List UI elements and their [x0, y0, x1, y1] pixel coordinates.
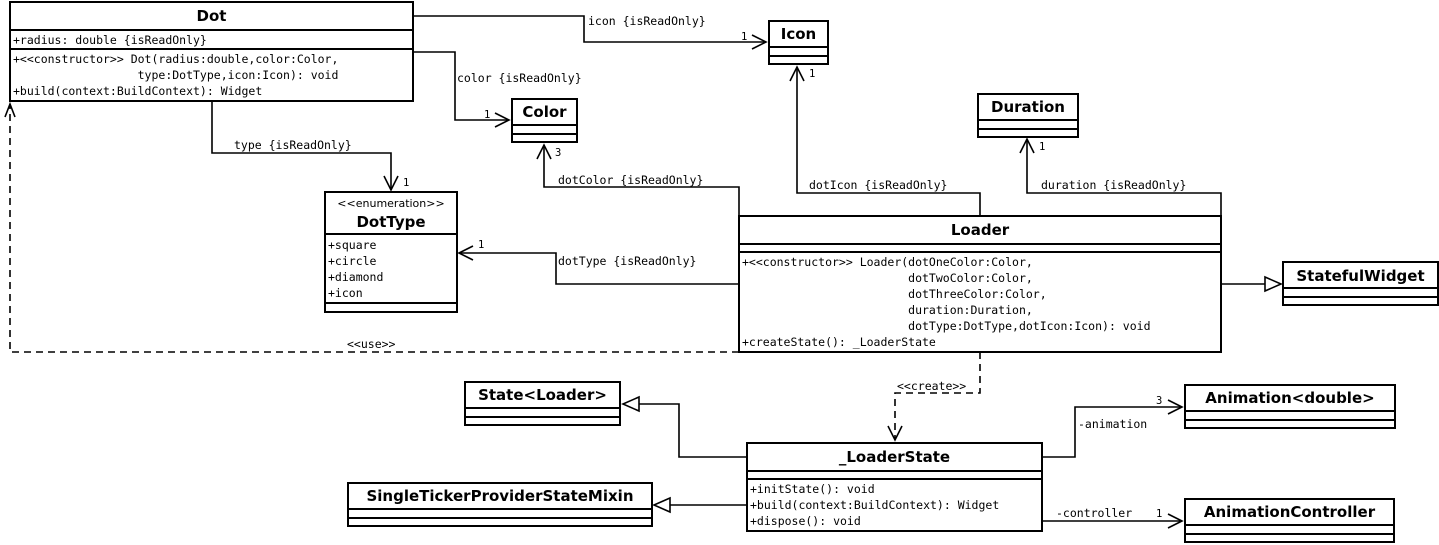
edge-loader-duration: duration {isReadOnly} 1 [1019, 137, 1222, 216]
operation: duration:Duration, [742, 303, 1033, 317]
edge-loader-extends-statefulwidget [1221, 275, 1283, 293]
enum-literal: +diamond [328, 270, 383, 284]
edge-label: icon {isReadOnly} [588, 14, 706, 28]
class-color[interactable]: Color [511, 98, 578, 143]
operation: dotType:DotType,dotIcon:Icon): void [742, 319, 1151, 333]
multiplicity-label: 1 [484, 109, 490, 121]
class-name: State<Loader> [478, 386, 607, 404]
multiplicity-label: 1 [1156, 508, 1162, 520]
class-duration[interactable]: Duration [977, 93, 1079, 138]
class-animation-double[interactable]: Animation<double> [1184, 384, 1396, 429]
class-name: AnimationController [1204, 503, 1376, 521]
operation: +<<constructor>> Dot(radius:double,color… [13, 52, 338, 66]
class-name: DotType [356, 213, 425, 231]
class-name: Dot [197, 7, 227, 25]
multiplicity-label: 1 [741, 31, 747, 43]
operation: type:DotType,icon:Icon): void [13, 68, 338, 82]
edge-label: dotType {isReadOnly} [558, 254, 696, 268]
edge-state-extends-stateloader [621, 395, 747, 458]
class-name: _LoaderState [839, 448, 950, 466]
class-name: Duration [991, 98, 1065, 116]
edge-loader-dottype: dotType {isReadOnly} 1 [457, 239, 739, 285]
class-name: StatefulWidget [1296, 267, 1424, 285]
class-loaderstate[interactable]: _LoaderState +initState(): void +build(c… [746, 442, 1043, 532]
edge-label: -controller [1056, 506, 1132, 520]
edge-loader-icon: dotIcon {isReadOnly} 1 [789, 65, 981, 216]
edge-label: -animation [1078, 417, 1147, 431]
edge-state-controller: -controller 1 [1042, 506, 1184, 529]
edge-dot-color: color {isReadOnly} 1 [413, 51, 582, 128]
edge-state-animation: -animation 3 [1042, 395, 1184, 458]
edge-label: color {isReadOnly} [457, 71, 582, 85]
enum-literal: +circle [328, 254, 377, 268]
operation: dotThreeColor:Color, [742, 287, 1047, 301]
class-dottype[interactable]: <<enumeration>> DotType +square +circle … [324, 191, 458, 313]
multiplicity-label: 1 [809, 68, 815, 80]
edge-state-extends-singleticker [652, 496, 747, 514]
operation: +createState(): _LoaderState [742, 335, 936, 349]
operation: +build(context:BuildContext): Widget [750, 498, 999, 512]
edge-label: type {isReadOnly} [234, 138, 352, 152]
class-name: Icon [781, 25, 816, 43]
class-name: SingleTickerProviderStateMixin [366, 487, 633, 505]
multiplicity-label: 3 [1156, 395, 1162, 407]
class-dot[interactable]: Dot +radius: double {isReadOnly} +<<cons… [9, 1, 414, 102]
edge-loader-uses-dot: <<use>> [4, 101, 739, 353]
class-singletickerproviderstatemixin[interactable]: SingleTickerProviderStateMixin [347, 482, 653, 527]
multiplicity-label: 3 [555, 147, 561, 159]
class-icon[interactable]: Icon [768, 20, 829, 65]
multiplicity-label: 1 [478, 239, 484, 251]
class-state-loader[interactable]: State<Loader> [464, 381, 621, 426]
enum-literal: +square [328, 238, 377, 252]
multiplicity-label: 1 [403, 177, 409, 189]
operation: +dispose(): void [750, 514, 861, 528]
edge-loader-color: dotColor {isReadOnly} 3 [536, 143, 740, 216]
stereotype: <<enumeration>> [337, 197, 444, 210]
edge-label: duration {isReadOnly} [1041, 178, 1186, 192]
enum-literal: +icon [328, 286, 363, 300]
class-name: Loader [951, 221, 1010, 239]
operation: dotTwoColor:Color, [742, 271, 1033, 285]
edge-dot-dottype: type {isReadOnly} 1 [211, 101, 409, 192]
operation: +<<constructor>> Loader(dotOneColor:Colo… [742, 255, 1033, 269]
edge-label: dotIcon {isReadOnly} [809, 178, 947, 192]
edge-dot-icon: icon {isReadOnly} 1 [413, 14, 768, 50]
class-animationcontroller[interactable]: AnimationController [1184, 498, 1395, 543]
edge-label: <<create>> [897, 379, 966, 393]
operation: +build(context:BuildContext): Widget [13, 84, 262, 98]
operation: +initState(): void [750, 482, 875, 496]
class-name: Color [522, 103, 567, 121]
multiplicity-label: 1 [1039, 141, 1045, 153]
edge-label: <<use>> [347, 337, 396, 351]
class-loader[interactable]: Loader +<<constructor>> Loader(dotOneCol… [738, 215, 1222, 353]
attribute: +radius: double {isReadOnly} [13, 33, 207, 47]
class-name: Animation<double> [1205, 389, 1374, 407]
edge-label: dotColor {isReadOnly} [558, 173, 703, 187]
edge-loader-creates-state: <<create>> [887, 352, 981, 442]
class-statefulwidget[interactable]: StatefulWidget [1282, 261, 1439, 306]
